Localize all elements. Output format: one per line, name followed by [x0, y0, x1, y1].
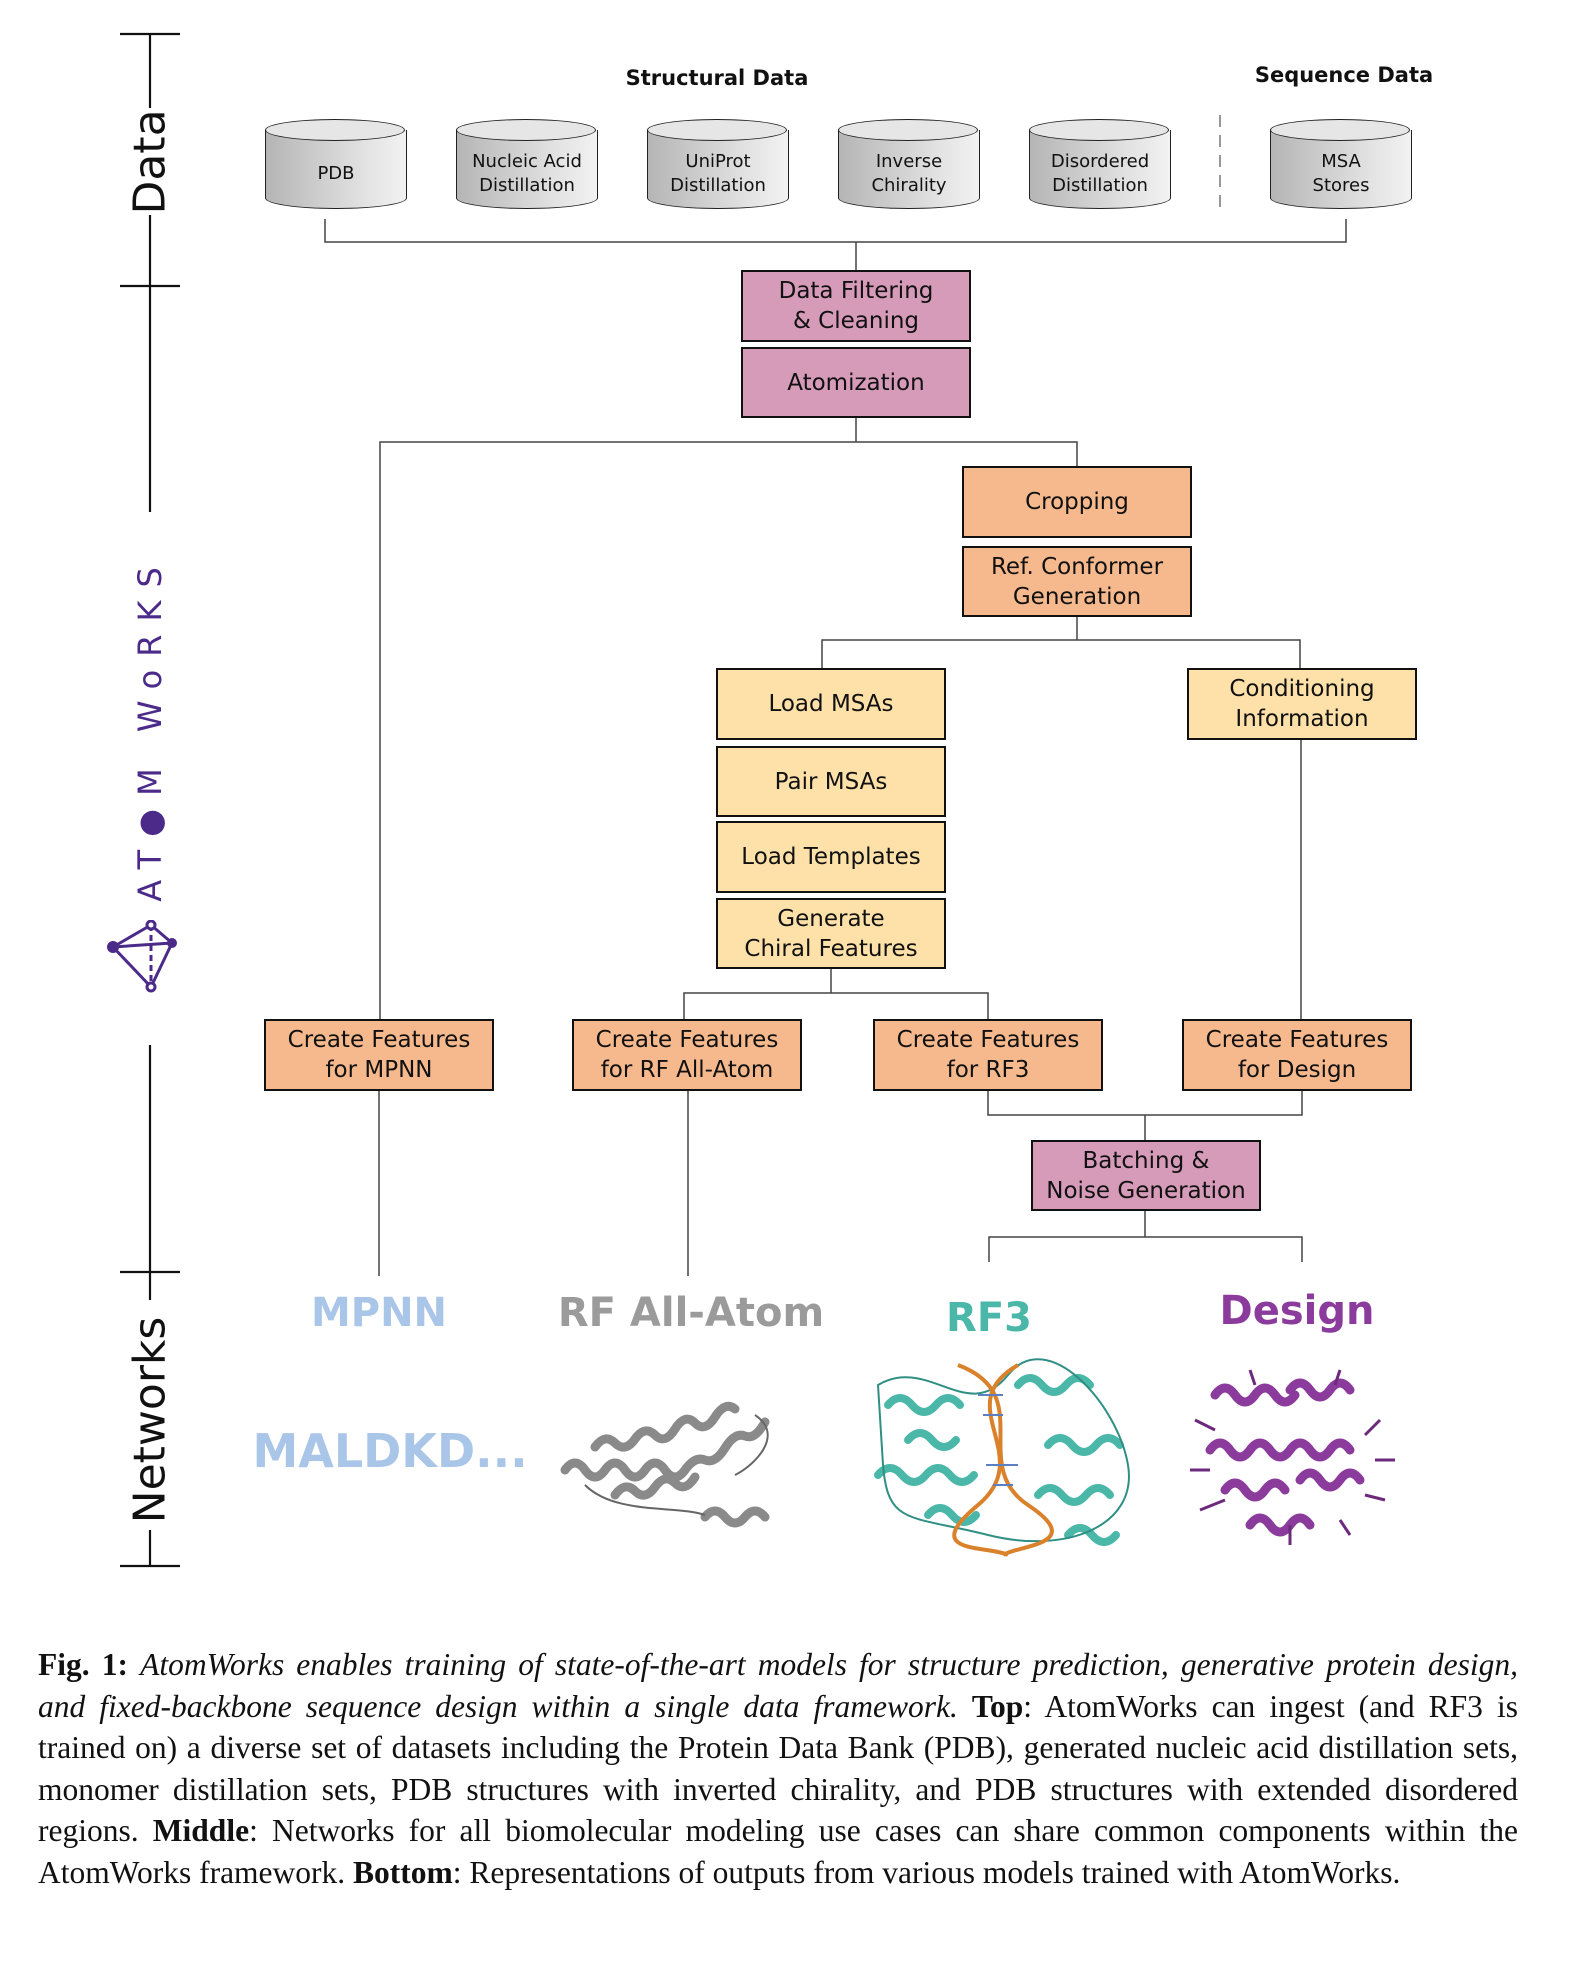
networks-section-label: Networks	[124, 1316, 176, 1524]
step-features-rf-all-atom: Create Features for RF All-Atom	[572, 1019, 802, 1091]
rf-all-atom-structure-image	[560, 1401, 770, 1528]
step-batching: Batching & Noise Generation	[1031, 1140, 1261, 1211]
caption-middle-label: Middle	[152, 1813, 250, 1848]
dataset-inverse-chirality: Inverse Chirality	[838, 119, 980, 210]
step-atomization: Atomization	[741, 347, 971, 418]
step-load-templates: Load Templates	[716, 821, 946, 893]
step-ref-conformer: Ref. Conformer Generation	[962, 546, 1192, 617]
step-cropping: Cropping	[962, 466, 1192, 538]
design-structure-image	[1190, 1369, 1395, 1545]
caption-top-label: Top	[971, 1688, 1024, 1724]
caption-top-text: : AtomWorks can ingest (and RF3 is train…	[38, 1688, 1518, 1849]
dataset-msa-stores: MSA Stores	[1270, 119, 1412, 210]
step-features-design: Create Features for Design	[1182, 1019, 1412, 1091]
figure-caption: Fig. 1: AtomWorks enables training of st…	[38, 1644, 1518, 1893]
dataset-nucleic-acid-distillation: Nucleic Acid Distillation	[456, 119, 598, 210]
dataset-label: Nucleic Acid Distillation	[472, 151, 582, 196]
dataset-disordered-distillation: Disordered Distillation	[1029, 119, 1171, 210]
dataset-pdb: PDB	[265, 119, 407, 210]
network-label-rf3: RF3	[946, 1295, 1032, 1341]
network-label-mpnn: MPNN	[310, 1290, 448, 1336]
rf3-structure-image	[874, 1358, 1130, 1557]
step-features-rf3: Create Features for RF3	[873, 1019, 1103, 1091]
data-section-label: Data	[124, 109, 176, 215]
step-data-filtering: Data Filtering & Cleaning	[741, 270, 971, 342]
network-label-design: Design	[1219, 1288, 1375, 1334]
caption-middle-text: : Networks for all biomolecular modeling…	[38, 1813, 1519, 1890]
step-load-msas: Load MSAs	[716, 668, 946, 740]
step-pair-msas: Pair MSAs	[716, 746, 946, 817]
step-conditioning: Conditioning Information	[1187, 668, 1417, 740]
dataset-label: MSA Stores	[1312, 151, 1370, 196]
step-chiral-features: Generate Chiral Features	[716, 898, 946, 969]
caption-summary: AtomWorks enables training of state-of-t…	[38, 1647, 1519, 1724]
caption-bottom-label: Bottom	[353, 1854, 453, 1890]
caption-fig-label: Fig. 1:	[38, 1647, 128, 1682]
atomworks-logo-icon	[107, 920, 177, 993]
sequence-data-header: Sequence Data	[1254, 63, 1434, 87]
step-features-mpnn: Create Features for MPNN	[264, 1019, 494, 1091]
mpnn-sequence-output: MALDKD...	[252, 1424, 528, 1478]
structural-data-header: Structural Data	[625, 66, 809, 90]
dataset-uniprot-distillation: UniProt Distillation	[647, 119, 789, 210]
dataset-label: PDB	[317, 163, 355, 184]
caption-bottom-text: : Representations of outputs from variou…	[452, 1854, 1401, 1890]
atomworks-logo-text: AT●M WoRKS	[131, 554, 169, 902]
dataset-label: Inverse Chirality	[871, 151, 947, 196]
dataset-label: UniProt Distillation	[670, 151, 766, 196]
dataset-label: Disordered Distillation	[1050, 151, 1150, 196]
connector-lines	[120, 32, 1347, 1568]
network-label-rf-all-atom: RF All-Atom	[557, 1290, 825, 1336]
